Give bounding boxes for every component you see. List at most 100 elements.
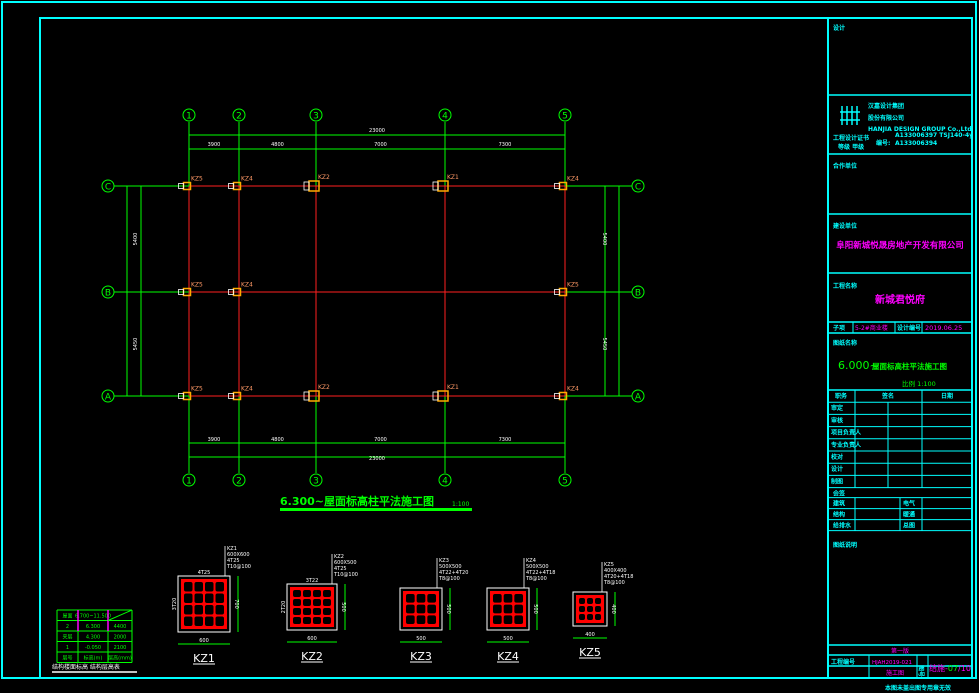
sheet-prefix: 结施- — [929, 663, 948, 673]
sign-header: 职务 — [835, 392, 848, 400]
section-note: 4T22+4T18 — [526, 570, 555, 576]
axis-label-B: B — [105, 289, 111, 299]
dimension-text: 7300 — [499, 437, 512, 443]
top-rebar: 4T25 — [198, 570, 211, 576]
rebar-mark — [303, 391, 310, 401]
section-note: KZ5 — [604, 562, 614, 568]
axis-bubble — [631, 285, 645, 299]
stirrup-cell — [493, 615, 502, 624]
dimension-text: 5400 — [133, 233, 139, 246]
stirrup-cell — [503, 604, 513, 614]
section-name: KZ2 — [301, 650, 323, 663]
axis-bubble — [309, 108, 323, 122]
sign-role: 制图 — [831, 477, 843, 485]
column-label: KZ4 — [567, 386, 579, 393]
title-underline — [280, 508, 472, 511]
side-rebar: 2T20 — [281, 601, 287, 614]
company-name: 股份有限公司 — [868, 114, 904, 122]
drawing-name-num: 6.000~ — [838, 359, 879, 372]
design-label: 设计 — [833, 24, 845, 32]
cert-no: A133006397 TSJ140-4y — [895, 132, 973, 139]
stirrup-cell — [595, 606, 601, 612]
axis-label-1: 1 — [186, 477, 192, 487]
outer-frame — [1, 1, 977, 679]
section-note: KZ3 — [439, 558, 449, 564]
cert-label: 工程设计证书 — [833, 134, 869, 142]
stirrup-cell — [215, 605, 224, 615]
stirrup-cell — [503, 615, 513, 624]
axis-label-4: 4 — [442, 112, 448, 122]
stirrup-cell — [427, 604, 436, 614]
column-label: KZ5 — [567, 282, 579, 289]
section-width: 600 — [307, 636, 317, 642]
stirrup-cell — [595, 614, 601, 620]
floor-table-cell: 4.300 — [86, 635, 100, 641]
sheet-label: 图号 — [917, 665, 925, 677]
company-name: 汉嘉设计集团 — [868, 102, 904, 110]
drawing-name: 屋面标高柱平法施工图 — [872, 361, 947, 371]
cert-no-label: 编号: — [876, 139, 890, 147]
stirrup-cell — [184, 605, 193, 615]
column-label: KZ4 — [567, 176, 579, 183]
dimension-text: 4800 — [271, 437, 284, 443]
section-width: 400 — [585, 632, 595, 638]
stirrup-cell — [587, 614, 593, 620]
stirrup-cell — [194, 593, 203, 603]
sign-role: 项目负责人 — [831, 429, 862, 437]
stirrup-cell — [303, 617, 311, 624]
dimension-text: 5450 — [133, 338, 139, 351]
floor-table-cell: 2100 — [114, 645, 127, 651]
stirrup-cell — [293, 617, 301, 624]
column-label: KZ5 — [191, 386, 203, 393]
stirrup-cell — [579, 614, 585, 620]
section-note: 4T22+4T20 — [439, 570, 468, 576]
rebar-mark — [554, 393, 560, 399]
stirrup-cell — [194, 582, 203, 592]
floor-table-cell: 4400 — [114, 624, 127, 630]
rebar-mark — [303, 181, 310, 191]
stirrup-cell — [514, 615, 523, 624]
sub-label: 子项 — [833, 324, 845, 332]
side-rebar: 3T20 — [172, 598, 178, 611]
stirrup-cell — [215, 616, 224, 626]
axis-bubble — [101, 285, 115, 299]
sign-header: 签名 — [881, 392, 894, 400]
plan-title: 6.300~屋面标高柱平法施工图 — [280, 494, 434, 508]
stirrup-cell — [184, 593, 193, 603]
dimension-text: 5450 — [601, 338, 607, 351]
drawing-frame — [39, 17, 829, 679]
section-note: 4T25 — [334, 566, 347, 572]
stirrup-cell — [313, 608, 321, 615]
axis-label-A: A — [105, 393, 112, 403]
footer-note: 本图未盖出图专用章无效 — [885, 684, 951, 692]
axis-bubble — [101, 389, 115, 403]
stirrup-cell — [303, 599, 311, 606]
floor-table-cell: 层高(mm) — [108, 655, 132, 662]
rebar-mark — [178, 183, 184, 189]
section-name: KZ1 — [193, 652, 215, 665]
section-note: T8@100 — [603, 580, 625, 586]
project-no-label: 工程编号 — [831, 658, 855, 666]
countersign-label: 会签 — [833, 490, 846, 498]
client-name: 阜阳新城悦晟房地产开发有限公司 — [836, 240, 964, 251]
stirrup-cell — [587, 606, 593, 612]
sub-value: 5-2#商业楼 — [855, 324, 888, 332]
section-note: T10@100 — [226, 564, 251, 570]
floor-table-cell: 6.700~11.500 — [75, 614, 111, 620]
dimension-text: 7000 — [374, 142, 387, 148]
drawing-label: 图纸名称 — [833, 339, 857, 347]
sign-role: 审核 — [831, 416, 843, 424]
section-width: 600 — [199, 638, 209, 644]
table-diag — [107, 609, 133, 621]
axis-label-1: 1 — [186, 112, 192, 122]
sign-role: 设计 — [831, 465, 843, 473]
rebar-mark — [554, 183, 560, 189]
section-note: 4T20+4T18 — [604, 574, 633, 580]
stirrup-cell — [579, 598, 585, 604]
axis-bubble — [232, 473, 246, 487]
countersign-discipline: 给排水 — [833, 522, 852, 530]
section-height: 400 — [610, 604, 616, 614]
rebar-mark — [178, 393, 184, 399]
sheet-num: 07 — [948, 664, 958, 673]
